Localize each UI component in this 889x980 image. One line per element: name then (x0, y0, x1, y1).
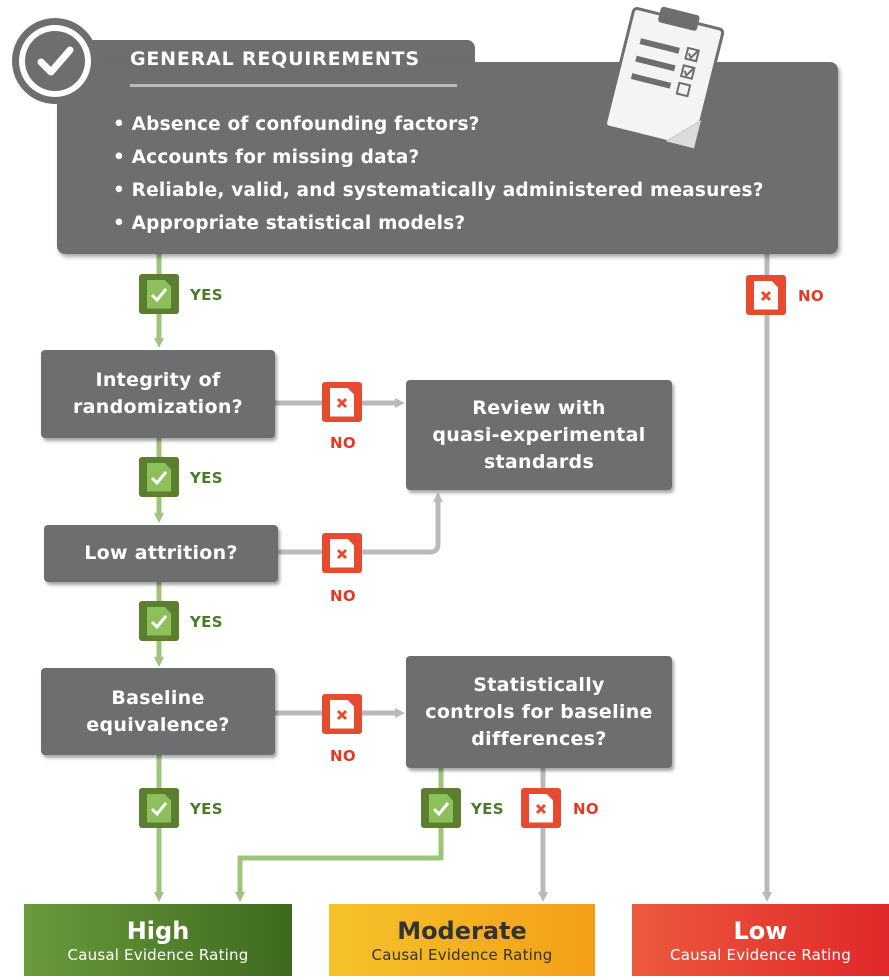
x-document-icon (529, 793, 553, 823)
node-attrition-label: Low attrition? (84, 542, 238, 564)
check-document-icon (147, 606, 171, 636)
yes-badge (139, 601, 179, 641)
node-attrition: Low attrition? (44, 525, 278, 582)
clipboard-icon (604, 6, 725, 149)
node-review-quasi: Review with quasi-experimental standards (406, 380, 672, 490)
node-baseline-label: Baseline equivalence? (86, 686, 230, 736)
yes-label: YES (471, 800, 504, 818)
yes-badge (421, 788, 461, 828)
no-badge (521, 788, 561, 828)
node-randomization: Integrity of randomization? (41, 350, 275, 438)
requirement-item: • Absence of confounding factors? (113, 114, 480, 135)
node-statistical-controls: Statistically controls for baseline diff… (406, 656, 672, 768)
requirement-item: • Accounts for missing data? (113, 147, 420, 168)
x-document-icon (330, 387, 354, 417)
yes-label: YES (190, 613, 223, 631)
rating-low-subtitle: Causal Evidence Rating (670, 946, 851, 964)
no-label: NO (573, 800, 599, 818)
checkmark-circle-icon (12, 18, 98, 104)
no-badge (746, 275, 786, 315)
rating-high-subtitle: Causal Evidence Rating (67, 946, 249, 964)
requirement-item: • Appropriate statistical models? (113, 213, 466, 234)
yes-badge (139, 274, 179, 314)
check-document-icon (147, 279, 171, 309)
yes-label: YES (190, 469, 223, 487)
x-document-icon (330, 538, 354, 568)
yes-label: YES (190, 800, 223, 818)
x-document-icon (330, 699, 354, 729)
rating-high-title: High (126, 917, 190, 945)
requirements-list: • Absence of confounding factors? • Acco… (113, 108, 764, 240)
yes-badge (139, 457, 179, 497)
node-baseline: Baseline equivalence? (41, 668, 275, 755)
no-label: NO (330, 747, 356, 765)
rating-low: Low Causal Evidence Rating (632, 904, 889, 976)
requirement-item: • Reliable, valid, and systematically ad… (113, 180, 764, 201)
no-badge (322, 382, 362, 422)
rating-high: High Causal Evidence Rating (24, 904, 292, 976)
rating-moderate-title: Moderate (397, 917, 527, 945)
rating-moderate: Moderate Causal Evidence Rating (329, 904, 595, 976)
yes-badge (139, 788, 179, 828)
no-label: NO (798, 287, 824, 305)
no-label: NO (330, 587, 356, 605)
no-badge (322, 694, 362, 734)
general-requirements-title: GENERAL REQUIREMENTS (130, 48, 420, 70)
x-document-icon (754, 280, 778, 310)
rating-moderate-subtitle: Causal Evidence Rating (371, 946, 553, 964)
node-review-label: Review with quasi-experimental standards (432, 396, 646, 473)
node-randomization-label: Integrity of randomization? (73, 369, 243, 418)
no-badge (322, 533, 362, 573)
check-document-icon (429, 793, 453, 823)
rating-low-title: Low (733, 917, 788, 945)
no-label: NO (330, 434, 356, 452)
title-underline (130, 84, 457, 87)
node-controls-label: Statistically controls for baseline diff… (425, 673, 653, 750)
yes-label: YES (190, 286, 223, 304)
check-document-icon (147, 793, 171, 823)
check-document-icon (147, 462, 171, 492)
